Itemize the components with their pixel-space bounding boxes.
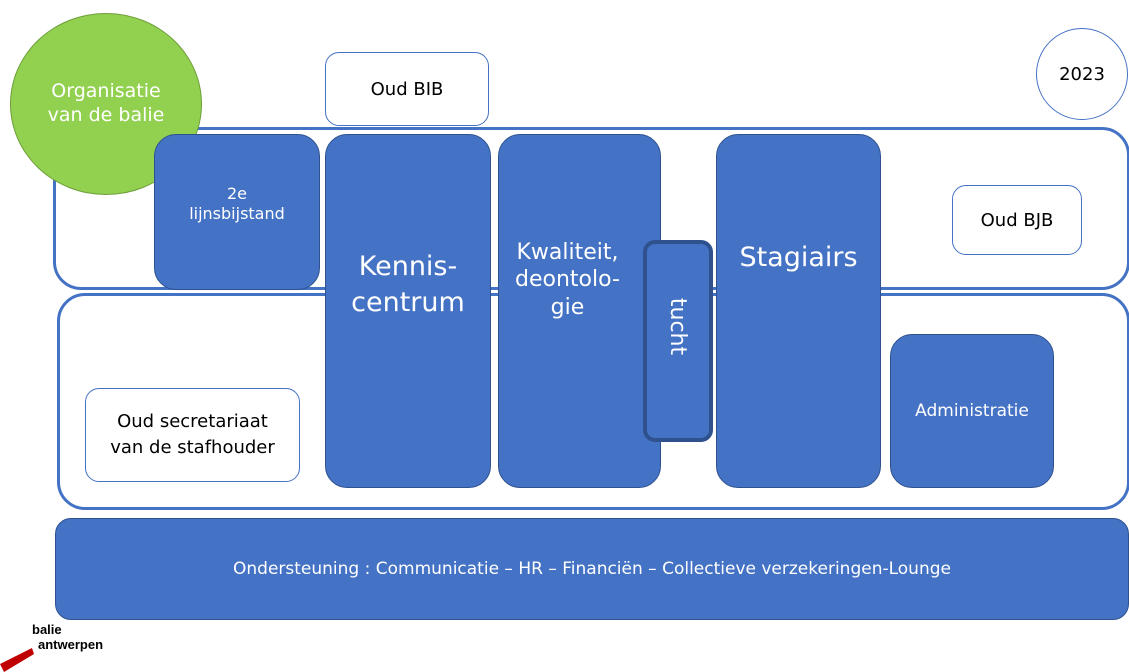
kwaliteit-deontologie-box: Kwaliteit, deontolo- gie — [498, 134, 661, 488]
support-bar-label: Ondersteuning : Communicatie – HR – Fina… — [233, 559, 951, 579]
logo-line2: antwerpen — [38, 637, 104, 652]
kenniscentrum-label: Kennis- centrum — [351, 250, 465, 318]
administratie-label: Administratie — [915, 401, 1029, 421]
year-circle: 2023 — [1036, 28, 1128, 120]
tweede-lijnsbijstand-box: 2e lijnsbijstand — [154, 134, 320, 290]
tweede-lijnsbijstand-label: 2e lijnsbijstand — [189, 184, 285, 223]
oud-bjb-label: Oud BJB — [980, 209, 1054, 231]
logo-line1: balie — [32, 622, 62, 637]
stagiairs-box: Stagiairs — [716, 134, 881, 488]
tucht-label: tucht — [665, 297, 691, 355]
balie-antwerpen-logo: balie antwerpen — [0, 622, 130, 672]
kwaliteit-deontologie-label: Kwaliteit, deontolo- gie — [515, 239, 620, 320]
oud-bjb-box: Oud BJB — [952, 185, 1082, 255]
administratie-box: Administratie — [890, 334, 1054, 488]
support-bar: Ondersteuning : Communicatie – HR – Fina… — [55, 518, 1129, 620]
oud-bib-label: Oud BIB — [370, 78, 444, 100]
kenniscentrum-box: Kennis- centrum — [325, 134, 491, 488]
logo-red-mark-icon — [0, 648, 34, 672]
year-label: 2023 — [1059, 63, 1105, 85]
tucht-box: tucht — [643, 240, 713, 442]
oud-secretariaat-label: Oud secretariaat van de stafhouder — [110, 410, 275, 458]
organisation-label: Organisatie van de balie — [47, 80, 165, 126]
oud-secretariaat-box: Oud secretariaat van de stafhouder — [85, 388, 300, 482]
stagiairs-label: Stagiairs — [739, 241, 858, 273]
oud-bib-box: Oud BIB — [325, 52, 489, 126]
